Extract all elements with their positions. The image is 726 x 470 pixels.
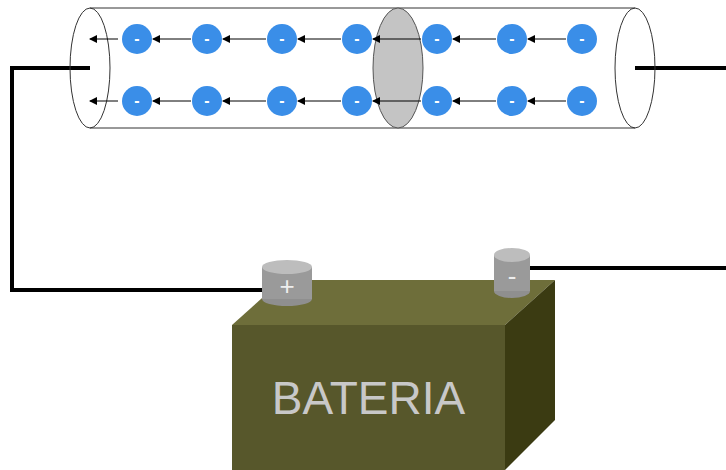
electron: - xyxy=(122,24,152,54)
charge-sign: - xyxy=(134,31,139,47)
flow-arrow xyxy=(528,101,566,102)
flow-arrow xyxy=(90,39,118,40)
electron: - xyxy=(267,24,297,54)
conductor-end xyxy=(615,8,655,128)
flow-arrow xyxy=(453,39,496,40)
wire xyxy=(628,66,726,70)
electron: - xyxy=(122,86,152,116)
charge-sign: - xyxy=(279,93,284,109)
charge-sign: - xyxy=(434,31,439,47)
conductor-end xyxy=(70,8,110,128)
flow-arrow xyxy=(223,101,266,102)
wire xyxy=(528,266,726,270)
charge-sign: - xyxy=(354,31,359,47)
polarity-sign: + xyxy=(279,273,294,299)
electron: - xyxy=(422,86,452,116)
battery-box: BATERIA xyxy=(232,325,505,470)
charge-sign: - xyxy=(354,93,359,109)
flow-arrow xyxy=(298,39,341,40)
electron: - xyxy=(422,24,452,54)
flow-arrow xyxy=(453,101,496,102)
electron: - xyxy=(567,86,597,116)
polarity-sign: - xyxy=(508,263,517,289)
flow-arrow xyxy=(373,39,421,40)
charge-sign: - xyxy=(204,31,209,47)
flow-arrow xyxy=(528,39,566,40)
conductor-edge xyxy=(90,8,635,9)
flow-arrow xyxy=(298,101,341,102)
conductor-edge xyxy=(90,128,635,129)
charge-sign: - xyxy=(509,93,514,109)
flow-arrow xyxy=(373,101,421,102)
battery-terminal: - xyxy=(494,248,530,298)
cross-section xyxy=(373,8,423,128)
electron: - xyxy=(192,24,222,54)
charge-sign: - xyxy=(579,93,584,109)
battery-label: BATERIA xyxy=(272,373,465,423)
electron: - xyxy=(267,86,297,116)
battery-side xyxy=(505,280,555,470)
battery-terminal: + xyxy=(262,260,312,306)
electron: - xyxy=(497,24,527,54)
electron: - xyxy=(342,86,372,116)
flow-arrow xyxy=(153,101,191,102)
flow-arrow xyxy=(90,101,118,102)
charge-sign: - xyxy=(204,93,209,109)
charge-sign: - xyxy=(279,31,284,47)
electron: - xyxy=(567,24,597,54)
flow-arrow xyxy=(153,39,191,40)
electron: - xyxy=(192,86,222,116)
flow-arrow xyxy=(223,39,266,40)
charge-sign: - xyxy=(579,31,584,47)
charge-sign: - xyxy=(434,93,439,109)
electron: - xyxy=(342,24,372,54)
charge-sign: - xyxy=(509,31,514,47)
electron: - xyxy=(497,86,527,116)
charge-sign: - xyxy=(134,93,139,109)
conductor-body xyxy=(90,8,635,128)
